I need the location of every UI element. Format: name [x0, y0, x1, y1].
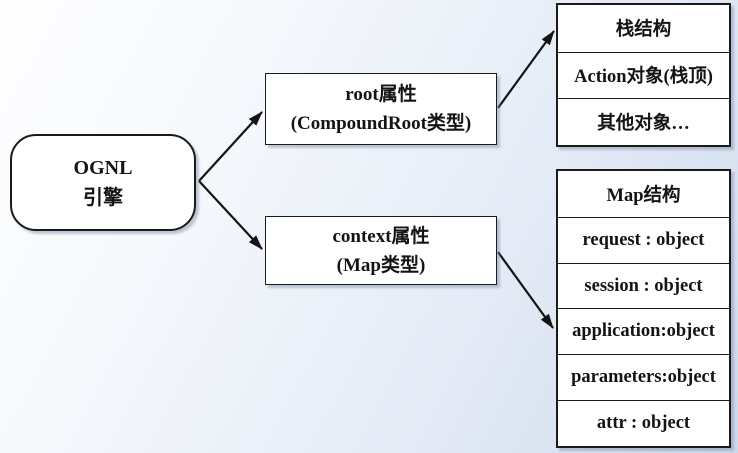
engine-box: OGNL 引擎	[10, 134, 196, 231]
map-table-header: Map结构	[606, 185, 681, 206]
stack-table-row: Action对象(栈顶)	[558, 51, 729, 99]
map-table-row: application:object	[558, 308, 729, 354]
map-table-row: attr : object	[558, 400, 729, 446]
engine-box-subtitle: 引擎	[83, 186, 123, 209]
map-table-row: parameters:object	[558, 354, 729, 400]
root-box: root属性 (CompoundRoot类型)	[265, 73, 497, 145]
engine-box-title: OGNL	[73, 156, 133, 179]
context-box-type: (Map类型)	[336, 254, 426, 276]
context-box-title: context属性	[332, 225, 430, 247]
root-box-title: root属性	[345, 84, 417, 105]
stack-table-row: 其他对象…	[558, 98, 729, 145]
stack-table: 栈结构 Action对象(栈顶) 其他对象…	[556, 3, 731, 147]
context-box: context属性 (Map类型)	[265, 216, 497, 285]
arrow-context-to-map	[497, 251, 554, 329]
stack-table-header: 栈结构	[615, 20, 672, 41]
root-box-type: (CompoundRoot类型)	[290, 113, 472, 134]
map-table: Map结构 request : object session : object …	[556, 169, 731, 448]
map-table-row: request : object	[558, 216, 729, 263]
arrow-engine-to-root	[198, 111, 263, 182]
map-table-row: session : object	[558, 262, 729, 309]
arrow-engine-to-context	[198, 180, 263, 250]
arrow-root-to-stack	[497, 30, 555, 109]
